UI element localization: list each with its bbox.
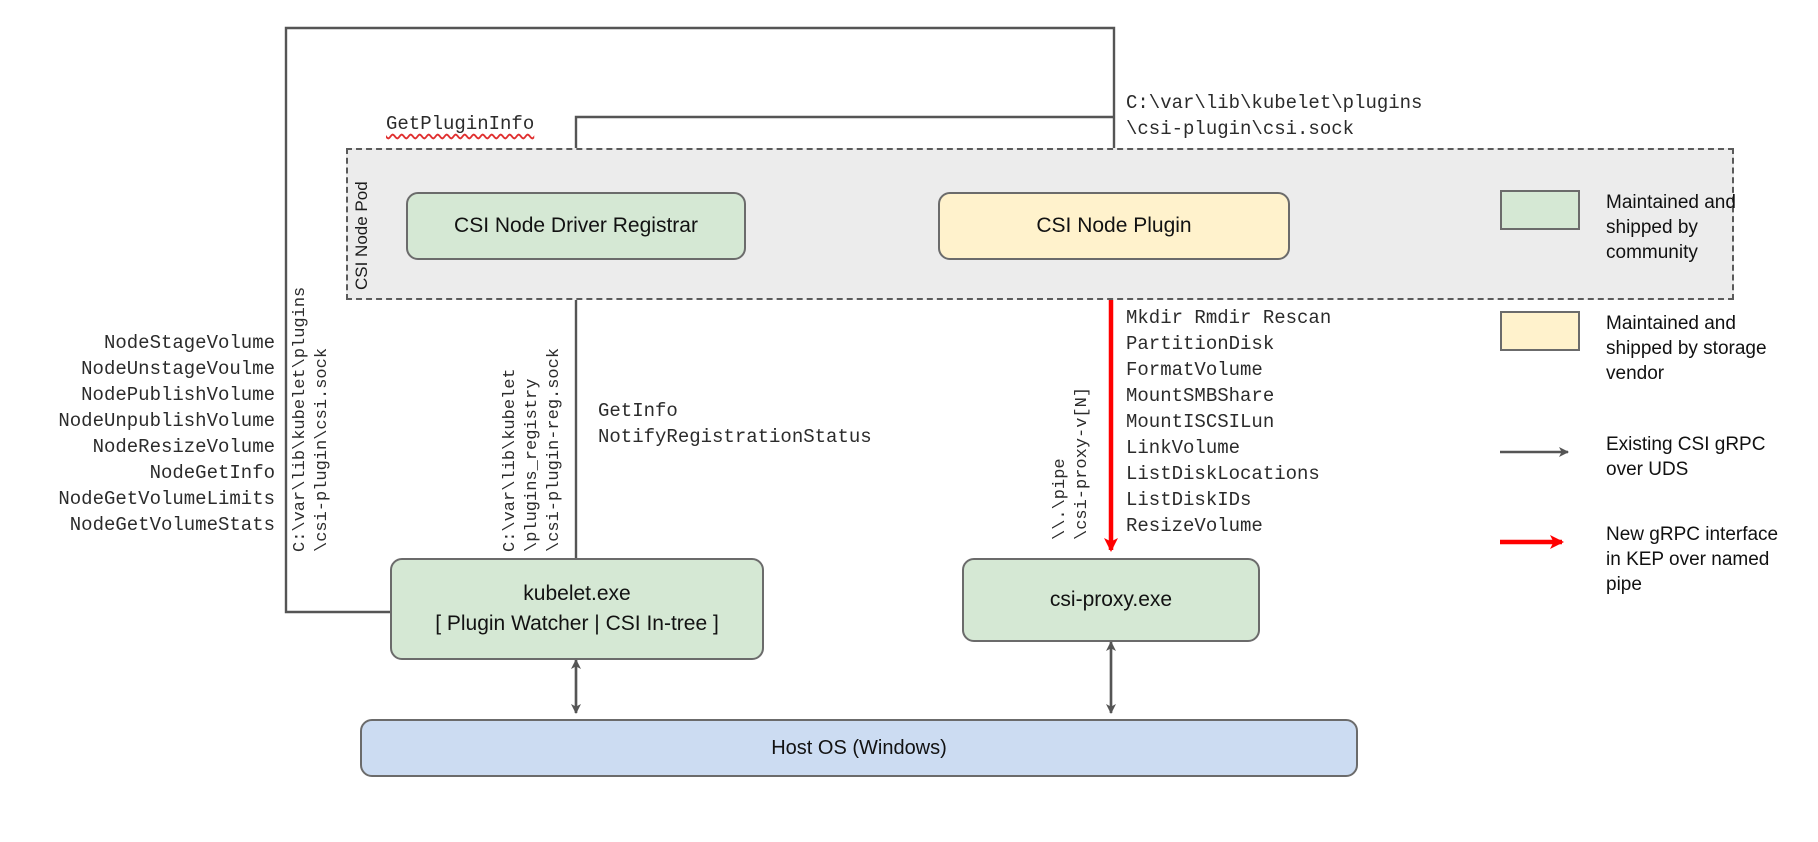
legend: Maintained and shipped by community Main…: [1500, 190, 1800, 637]
legend-swatch-green: [1500, 190, 1580, 230]
legend-item-vendor: Maintained and shipped by storage vendor: [1500, 311, 1800, 386]
legend-label-existing-grpc: Existing CSI gRPC over UDS: [1606, 434, 1766, 480]
edge-label-registry-sock-vertical: C:\var\lib\kubelet \plugins_registry \cs…: [501, 347, 564, 552]
edge-label-named-pipe-vertical: \\.\pipe \csi-proxy-v[N]: [1051, 386, 1092, 540]
kubelet-label-line2: [ Plugin Watcher | CSI In-tree ]: [435, 612, 719, 635]
edge-label-registration-rpcs: GetInfo NotifyRegistrationStatus: [598, 400, 872, 448]
legend-label-community: Maintained and shipped by community: [1606, 192, 1736, 263]
host-os-label: Host OS (Windows): [771, 737, 947, 759]
registrar-label: CSI Node Driver Registrar: [454, 214, 698, 237]
node-plugin-label: CSI Node Plugin: [1036, 214, 1192, 237]
legend-item-new-grpc: New gRPC interface in KEP over named pip…: [1500, 522, 1800, 597]
legend-label-new-grpc: New gRPC interface in KEP over named pip…: [1606, 524, 1779, 595]
red-arrow-icon: [1500, 522, 1580, 562]
edge-label-get-plugin-info: GetPluginInfo: [386, 113, 535, 135]
edge-label-csi-sock-vertical: C:\var\lib\kubelet\plugins \csi-plugin\c…: [291, 286, 332, 552]
legend-item-community: Maintained and shipped by community: [1500, 190, 1800, 265]
kubelet-label-line1: kubelet.exe: [523, 582, 631, 605]
node-csi-node-plugin[interactable]: CSI Node Plugin: [938, 192, 1290, 260]
csi-node-pod-label: CSI Node Pod: [352, 181, 371, 290]
legend-label-vendor: Maintained and shipped by storage vendor: [1606, 313, 1767, 384]
node-host-os[interactable]: Host OS (Windows): [360, 719, 1358, 777]
edge-label-csi-socket-path-top: C:\var\lib\kubelet\plugins \csi-plugin\c…: [1126, 92, 1423, 140]
legend-item-existing-grpc: Existing CSI gRPC over UDS: [1500, 432, 1800, 482]
gray-arrow-icon: [1500, 432, 1580, 472]
csi-proxy-label: csi-proxy.exe: [1049, 588, 1173, 611]
node-service-rpc-list: NodeStageVolume NodeUnstageVoulme NodePu…: [58, 332, 275, 536]
legend-swatch-yellow: [1500, 311, 1580, 351]
csi-proxy-operation-list: Mkdir Rmdir Rescan PartitionDisk FormatV…: [1126, 307, 1332, 537]
node-csi-node-driver-registrar[interactable]: CSI Node Driver Registrar: [406, 192, 746, 260]
node-kubelet-exe[interactable]: kubelet.exe [ Plugin Watcher | CSI In-tr…: [390, 558, 764, 660]
node-csi-proxy-exe[interactable]: csi-proxy.exe: [962, 558, 1260, 642]
